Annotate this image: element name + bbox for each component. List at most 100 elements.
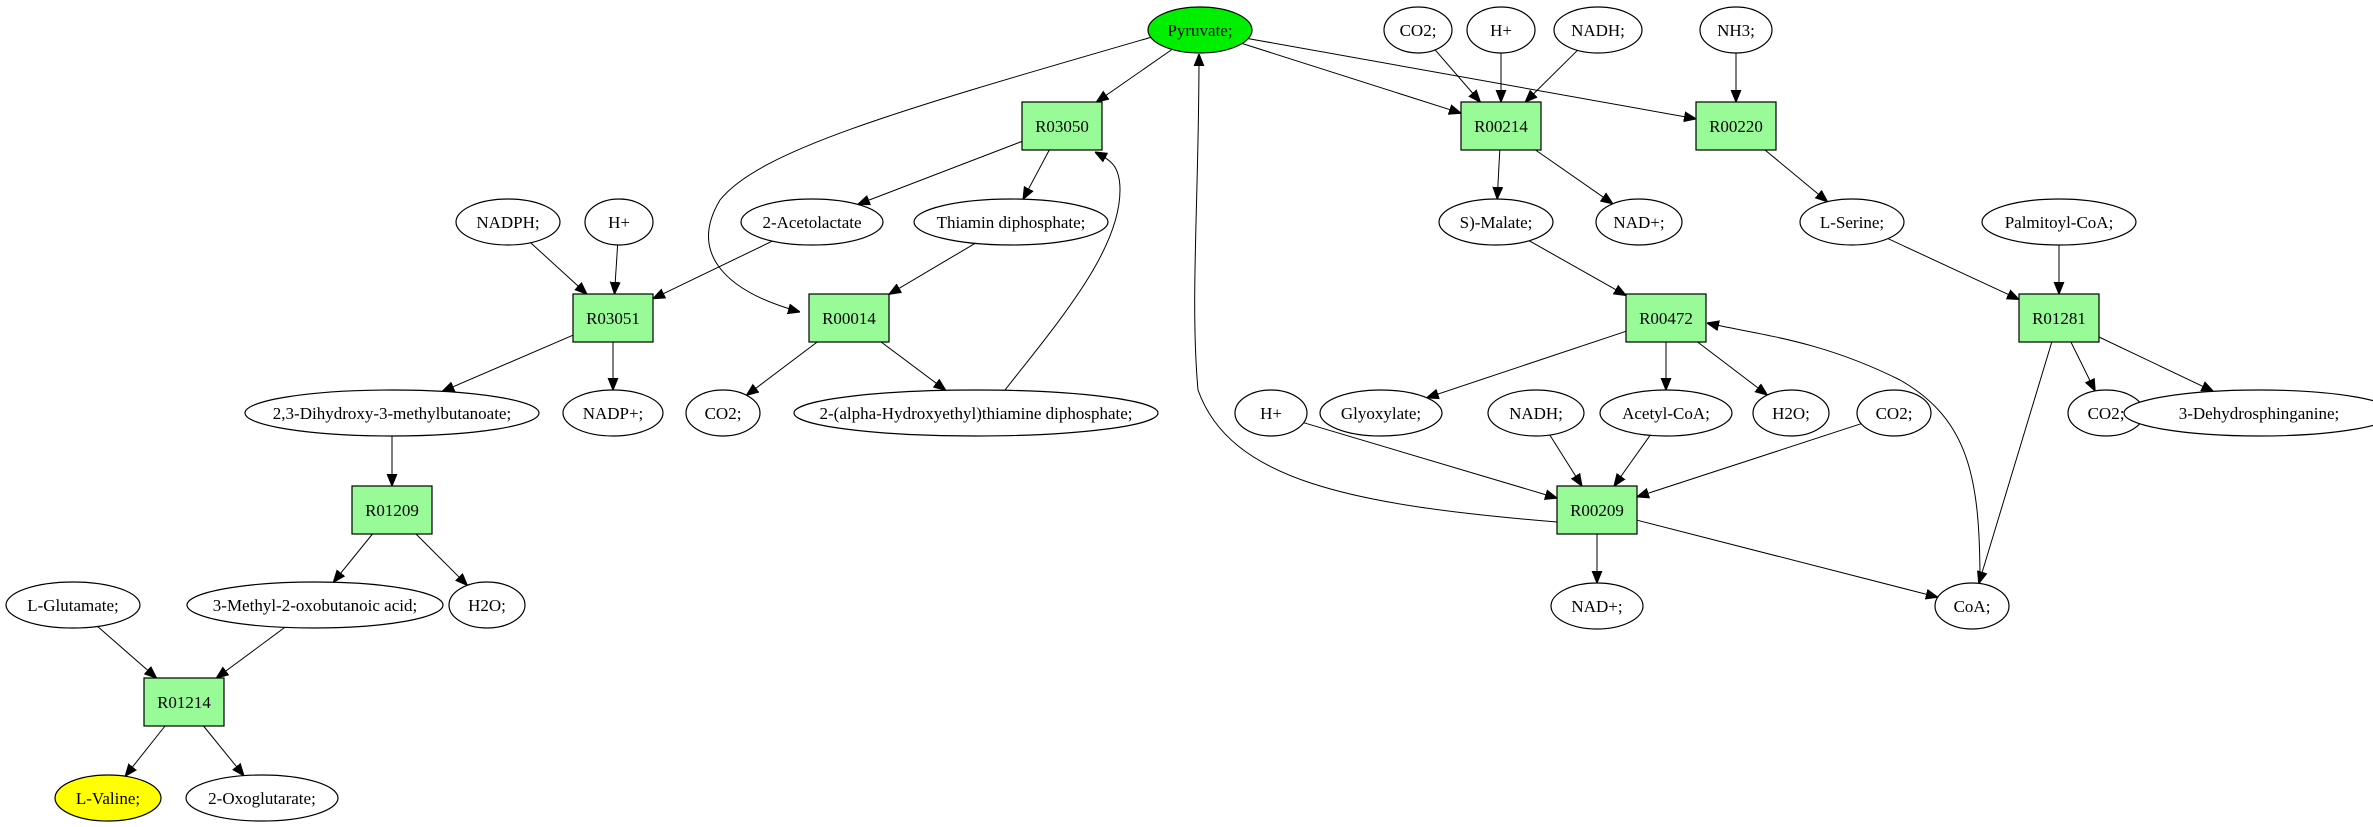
compound-node-co2_c[interactable]: CO2; [1856, 389, 1932, 437]
node-label: S)-Malate; [1460, 213, 1533, 232]
compound-node-dihydroxy[interactable]: 2,3-Dihydroxy-3-methylbutanoate; [244, 389, 540, 437]
compound-ellipse [1147, 6, 1253, 54]
edge-acetolactate-to-R03051 [653, 240, 773, 299]
compound-node-nh3[interactable]: NH3; [1699, 6, 1773, 54]
compound-node-co2_a[interactable]: CO2; [1383, 6, 1453, 54]
edge-R03050-to-acetolactate [858, 140, 1023, 204]
compound-ellipse [1699, 6, 1773, 54]
edge-pyruvate-to-R00214 [1242, 43, 1461, 114]
reaction-node-R00209[interactable]: R00209 [1556, 485, 1638, 535]
compound-node-oxoglutarate[interactable]: 2-Oxoglutarate; [185, 774, 339, 822]
compound-ellipse [1234, 389, 1308, 437]
reaction-node-R00220[interactable]: R00220 [1695, 101, 1777, 151]
node-label: Acetyl-CoA; [1622, 404, 1710, 423]
compound-node-h2o_b[interactable]: H2O; [448, 581, 526, 629]
compound-node-hplus_b[interactable]: H+ [584, 198, 654, 246]
node-label: CoA; [1954, 597, 1991, 616]
edge-R00220-to-serine [1764, 149, 1828, 202]
compound-node-hydroxyethyl[interactable]: 2-(alpha-Hydroxyethyl)thiamine diphospha… [793, 389, 1159, 437]
reaction-node-R03051[interactable]: R03051 [572, 293, 654, 343]
compound-node-nadh_a[interactable]: NADH; [1553, 6, 1643, 54]
edge-R03051-to-dihydroxy [442, 334, 574, 391]
compound-node-nadh_b[interactable]: NADH; [1487, 389, 1585, 437]
node-label: NADH; [1571, 21, 1625, 40]
compound-node-methyloxo[interactable]: 3-Methyl-2-oxobutanoic acid; [186, 581, 444, 629]
edge-co2_a-to-R00214 [1434, 49, 1480, 102]
edge-R00214-to-nadplus_a [1535, 149, 1613, 204]
compound-ellipse [913, 198, 1109, 246]
compound-node-glyoxylate[interactable]: Glyoxylate; [1319, 389, 1443, 437]
compound-node-palmitoyl[interactable]: Palmitoyl-CoA; [1981, 198, 2137, 246]
edge-nadh_a-to-R00214 [1525, 49, 1578, 102]
reaction-node-R01281[interactable]: R01281 [2018, 293, 2100, 343]
node-label: L-Valine; [76, 789, 140, 808]
reaction-box [1460, 101, 1542, 151]
edge-R00014-to-co2_b [747, 341, 818, 395]
compound-node-malate[interactable]: S)-Malate; [1438, 198, 1554, 246]
compound-ellipse [1319, 389, 1443, 437]
node-label: 2-Oxoglutarate; [208, 789, 316, 808]
compound-node-hplus_a[interactable]: H+ [1466, 6, 1536, 54]
compound-node-thiamin[interactable]: Thiamin diphosphate; [913, 198, 1109, 246]
compound-node-nadplus_a[interactable]: NAD+; [1595, 198, 1683, 246]
edges-layer [97, 36, 2214, 776]
compound-node-co2_b[interactable]: CO2; [685, 389, 761, 437]
node-label: 3-Dehydrosphinganine; [2179, 404, 2340, 423]
node-label: R00209 [1570, 501, 1624, 520]
reaction-node-R00014[interactable]: R00014 [808, 293, 890, 343]
reaction-node-R01209[interactable]: R01209 [351, 485, 433, 535]
compound-node-dehydrosphinganine[interactable]: 3-Dehydrosphinganine; [2123, 389, 2373, 437]
edge-R01281-to-dehydrosphinganine [2098, 336, 2213, 391]
edge-nadph-to-R03051 [530, 242, 587, 294]
compound-ellipse [54, 774, 162, 822]
edge-pyruvate-to-R03050 [1097, 48, 1173, 102]
compound-node-valine[interactable]: L-Valine; [54, 774, 162, 822]
compound-node-glutamate[interactable]: L-Glutamate; [5, 581, 141, 629]
node-label: R00214 [1474, 117, 1528, 136]
node-label: NH3; [1717, 21, 1755, 40]
reaction-box [1556, 485, 1638, 535]
compound-node-pyruvate[interactable]: Pyruvate; [1147, 6, 1253, 54]
compound-ellipse [186, 581, 444, 629]
compound-ellipse [455, 198, 561, 246]
edge-pyruvate-to-R00220 [1248, 38, 1696, 119]
compound-node-h2o_a[interactable]: H2O; [1752, 389, 1830, 437]
node-label: H+ [608, 213, 630, 232]
compound-node-nadph[interactable]: NADPH; [455, 198, 561, 246]
edge-hplus_c-to-R00209 [1303, 422, 1557, 498]
reaction-node-R03050[interactable]: R03050 [1021, 101, 1103, 151]
node-label: R00014 [822, 309, 876, 328]
compound-node-nadpplus[interactable]: NADP+; [562, 389, 664, 437]
compound-ellipse [5, 581, 141, 629]
edge-R03050-to-thiamin [1023, 149, 1050, 199]
edge-R00472-to-h2o_a [1697, 341, 1768, 395]
compound-node-co2_d[interactable]: CO2; [2067, 389, 2145, 437]
node-label: Glyoxylate; [1341, 404, 1421, 423]
compound-ellipse [740, 198, 884, 246]
reaction-node-R00472[interactable]: R00472 [1625, 293, 1707, 343]
node-label: NADH; [1509, 404, 1563, 423]
compound-node-nadplus_b[interactable]: NAD+; [1550, 582, 1644, 630]
node-label: Thiamin diphosphate; [937, 213, 1086, 232]
compound-node-coa[interactable]: CoA; [1934, 582, 2010, 630]
node-label: H+ [1260, 404, 1282, 423]
node-label: L-Serine; [1820, 213, 1884, 232]
compound-ellipse [1383, 6, 1453, 54]
compound-node-acetolactate[interactable]: 2-Acetolactate [740, 198, 884, 246]
edge-glutamate-to-R01214 [97, 626, 157, 678]
compound-ellipse [448, 581, 526, 629]
node-label: NADP+; [583, 404, 644, 423]
reaction-node-R00214[interactable]: R00214 [1460, 101, 1542, 151]
compound-ellipse [1487, 389, 1585, 437]
compound-node-serine[interactable]: L-Serine; [1799, 198, 1905, 246]
reaction-box [1695, 101, 1777, 151]
edge-R01214-to-valine [125, 725, 166, 776]
node-label: Pyruvate; [1167, 21, 1232, 40]
node-label: R03051 [586, 309, 640, 328]
reaction-box [2018, 293, 2100, 343]
compound-ellipse [1856, 389, 1932, 437]
compound-node-acetylcoa[interactable]: Acetyl-CoA; [1599, 389, 1733, 437]
reaction-node-R01214[interactable]: R01214 [143, 677, 225, 727]
compound-node-hplus_c[interactable]: H+ [1234, 389, 1308, 437]
